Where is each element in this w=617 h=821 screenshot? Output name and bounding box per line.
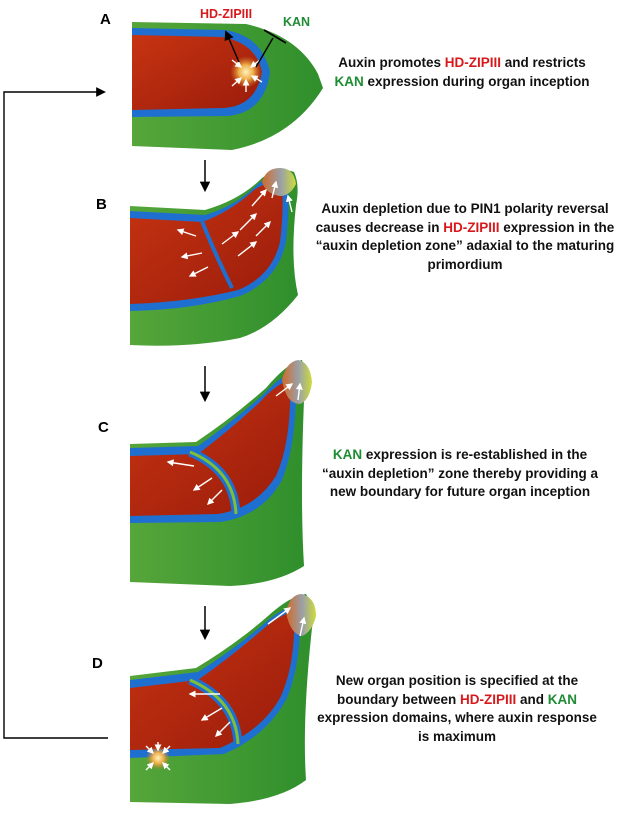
caption-b: Auxin depletion due to PIN1 polarity rev… xyxy=(310,200,617,274)
caption-a-text-3: expression during organ inception xyxy=(363,73,590,89)
caption-a-hd-zipiii: HD-ZIPIII xyxy=(444,55,501,70)
panel-d-letter: D xyxy=(92,655,103,672)
caption-d-kan: KAN xyxy=(547,691,578,707)
caption-a-text-2: and restricts xyxy=(500,55,586,70)
kan-label: KAN xyxy=(283,15,310,29)
hd-zipiii-label: HD-ZIPIII xyxy=(200,7,252,21)
caption-a-kan: KAN xyxy=(334,73,364,89)
caption-b-hd-zipiii: HD-ZIPIII xyxy=(443,219,500,235)
panel-b-meristem xyxy=(130,168,298,346)
caption-d: New organ position is specified at the b… xyxy=(312,672,602,746)
caption-a-text-1: Auxin promotes xyxy=(338,55,445,70)
caption-b-text-1: Auxin depletion due to PIN1 polarity rev… xyxy=(315,201,609,235)
panel-c-meristem xyxy=(130,360,312,586)
caption-c-text-1: expression is re-established in the “aux… xyxy=(321,447,599,499)
caption-d-text-3: expression domains, where auxin response… xyxy=(317,710,597,744)
panel-a-meristem xyxy=(132,22,323,150)
panel-b-letter: B xyxy=(96,196,107,213)
caption-d-text-1: New organ position is specified at the b… xyxy=(335,673,579,707)
caption-c-kan: KAN xyxy=(332,447,363,462)
panel-d-meristem xyxy=(130,594,316,804)
panel-c-letter: C xyxy=(98,419,109,436)
caption-d-text-2: and xyxy=(516,691,548,707)
caption-b-text-2: expression in the “auxin depletion zone”… xyxy=(315,219,615,272)
caption-d-hd-zipiii: HD-ZIPIII xyxy=(460,691,517,707)
panel-a-letter: A xyxy=(100,11,111,28)
caption-c: KAN expression is re-established in the … xyxy=(312,446,608,502)
feedback-loop-arrow xyxy=(3,87,108,739)
